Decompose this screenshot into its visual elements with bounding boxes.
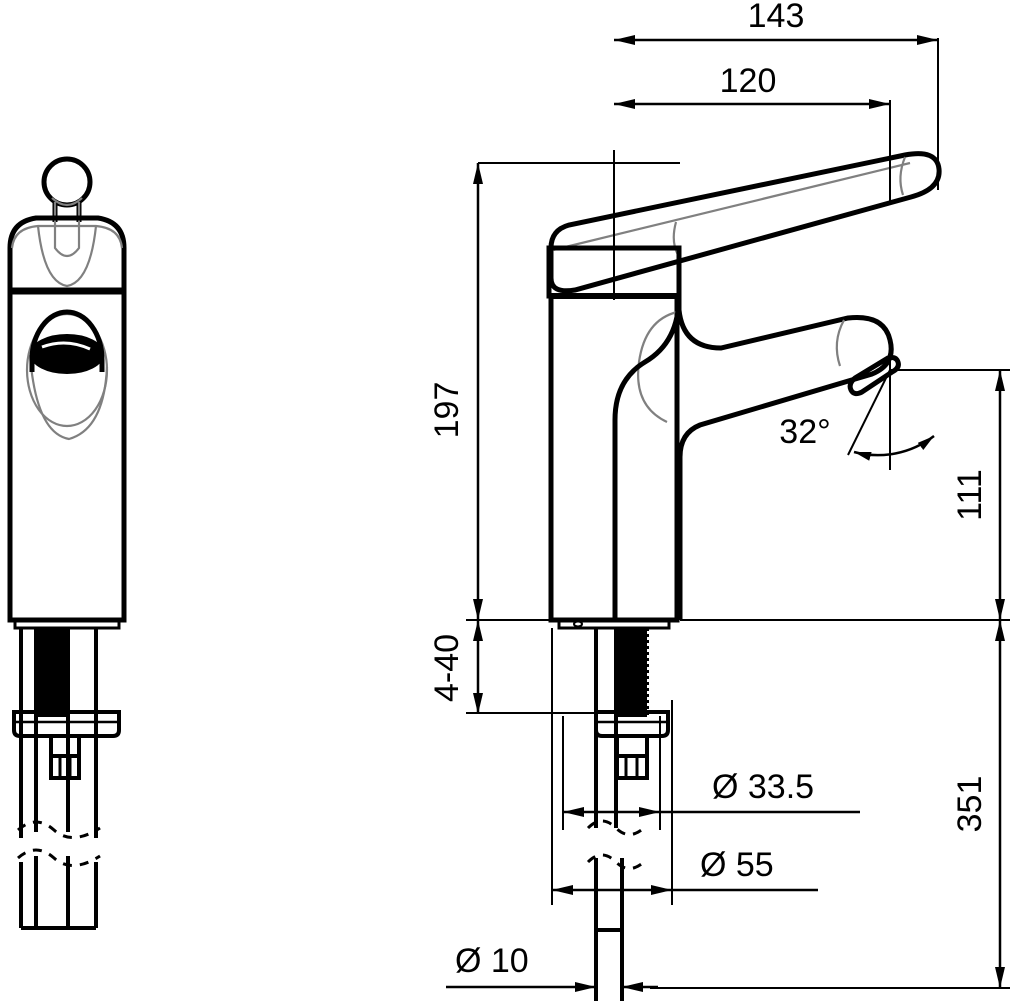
dimension-label-197: 197	[428, 382, 466, 439]
front-view-cap	[7, 215, 127, 293]
front-view	[7, 156, 127, 930]
dimension-label-32-degrees: 32°	[779, 413, 830, 451]
dimension-label-dia-10: Ø 10	[455, 942, 529, 980]
dimension-dia-10: Ø 10	[446, 942, 658, 992]
dimension-120: 120	[614, 62, 890, 109]
dimension-dia-33-5: Ø 33.5	[563, 768, 860, 817]
dimension-label-dia-55: Ø 55	[700, 846, 774, 884]
dimension-label-dia-33-5: Ø 33.5	[712, 768, 814, 806]
dimension-32-degrees: 32°	[779, 345, 935, 470]
side-view-spout	[612, 295, 901, 620]
dimension-143: 143	[614, 0, 938, 45]
dimension-351: 351	[951, 620, 1005, 988]
dimension-label-4-40: 4-40	[428, 634, 466, 702]
dimension-label-143: 143	[748, 0, 805, 35]
front-view-hoses	[17, 628, 101, 930]
dimension-111: 111	[951, 370, 1005, 620]
front-view-spout-opening	[25, 309, 109, 441]
dimension-label-120: 120	[720, 62, 777, 100]
dimension-197: 197	[428, 163, 483, 620]
dimension-4-40: 4-40	[428, 620, 483, 714]
dimension-lines: 143 120 197 4-40 111 351	[428, 0, 1010, 1001]
side-view-shank	[557, 618, 671, 717]
dimension-label-111: 111	[951, 469, 989, 521]
dimension-label-351: 351	[951, 776, 989, 833]
dimension-dia-55: Ø 55	[552, 846, 818, 895]
